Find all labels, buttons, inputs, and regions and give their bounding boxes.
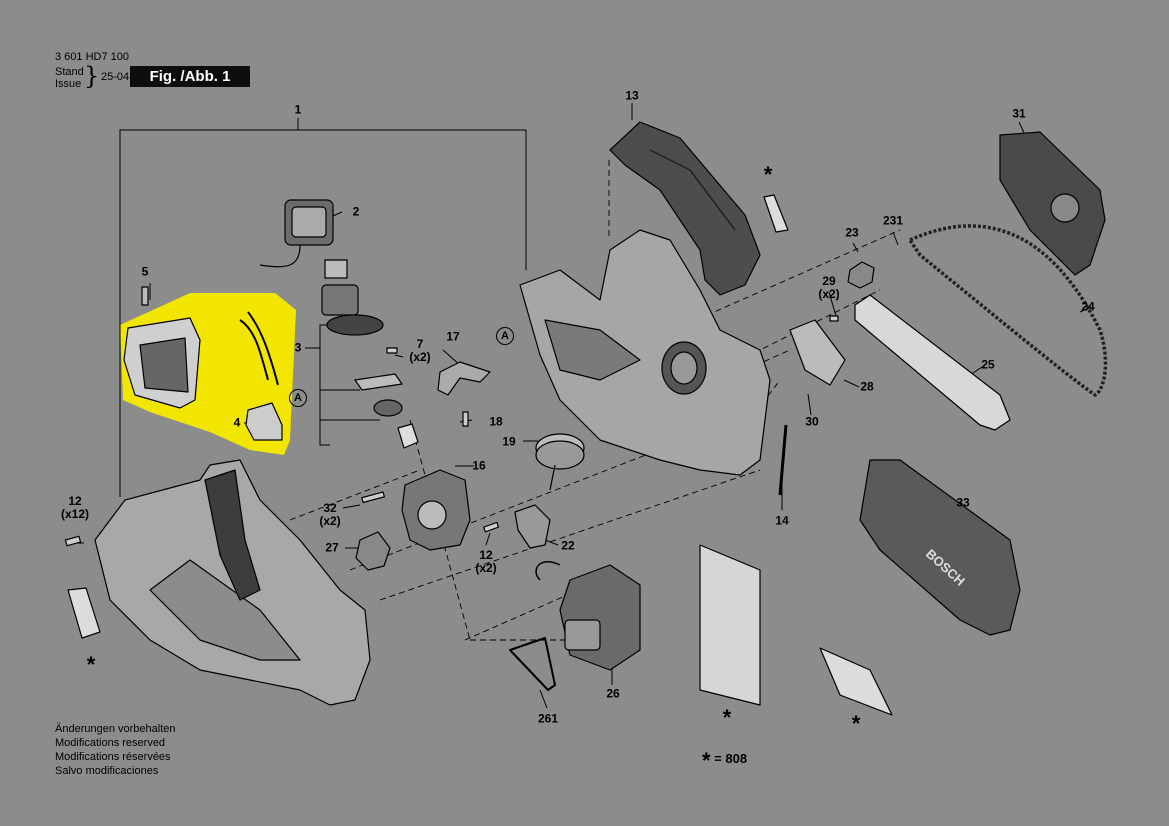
- main-housing: [519, 229, 771, 476]
- label-part-16: 16: [472, 458, 486, 473]
- label-part-29: 29(x2): [818, 275, 839, 301]
- sheet-mid: [763, 194, 789, 233]
- modification-notes: Änderungen vorbehalten Modifications res…: [55, 722, 175, 778]
- saw-chain: [908, 224, 1108, 397]
- screw-32: [361, 491, 385, 504]
- gearbox: [401, 469, 471, 551]
- label-part-29-qty: (x2): [818, 287, 840, 301]
- label-part-12-rear-qty: (x12): [60, 507, 90, 521]
- asterisk-marker: *: [851, 711, 861, 736]
- label-part-3: 3: [294, 340, 302, 355]
- bar-cover: [859, 459, 1021, 636]
- label-part-32-qty: (x2): [319, 514, 341, 528]
- label-part-231: 231: [882, 213, 904, 228]
- note-de: Änderungen vorbehalten: [55, 723, 176, 735]
- manual-sheet: [699, 544, 761, 706]
- label-part-18: 18: [489, 414, 503, 429]
- tensioner-plate: [789, 319, 846, 386]
- pin-rod: [778, 424, 788, 496]
- footnote-asterisk: *: [702, 748, 711, 773]
- rotor-assembly: [321, 259, 419, 449]
- label-part-28: 28: [860, 379, 874, 394]
- note-en: Modifications reserved: [55, 737, 166, 749]
- label-part-25: 25: [981, 357, 995, 372]
- label-part-31: 31: [1012, 106, 1026, 121]
- footnote-text: = 808: [714, 751, 748, 766]
- screw-12-rear: [64, 535, 82, 547]
- label-part-32: 32(x2): [319, 502, 340, 528]
- drive-gear: [535, 433, 585, 491]
- guide-bar: [854, 294, 1011, 431]
- bracket-part-3: [319, 324, 330, 446]
- battery-adapter: [535, 560, 641, 671]
- header-brace: }: [84, 62, 100, 90]
- asterisk-marker: *: [86, 652, 96, 677]
- sprocket-cover: [999, 131, 1106, 276]
- label-part-7-num: 7: [416, 337, 424, 351]
- label-part-27: 27: [325, 540, 339, 555]
- figure-label: Fig. /Abb. 1: [130, 66, 250, 87]
- label-part-17: 17: [446, 329, 460, 344]
- callout-a-right: A: [496, 327, 514, 345]
- label-part-2: 2: [352, 204, 360, 219]
- note-es: Salvo modificaciones: [55, 765, 159, 777]
- sheet-left: [67, 587, 101, 639]
- label-part-5: 5: [141, 264, 149, 279]
- label-part-32-num: 32: [323, 501, 337, 515]
- label-part-7: 7(x2): [409, 338, 430, 364]
- sheet-right: [819, 647, 893, 716]
- label-part-29-num: 29: [822, 274, 836, 288]
- trigger-part: [355, 531, 391, 571]
- seal-loop: [509, 637, 556, 691]
- stand-label: Stand: [55, 66, 84, 78]
- label-part-1: 1: [294, 102, 302, 117]
- asterisk-marker: *: [722, 705, 732, 730]
- label-part-4: 4: [233, 415, 241, 430]
- label-part-23: 23: [845, 225, 859, 240]
- screw-29: [829, 315, 839, 322]
- part-number: 3 601 HD7 100: [55, 51, 129, 63]
- motor-stator: [259, 199, 334, 268]
- note-fr: Modifications réservées: [55, 751, 171, 763]
- rear-handle-housing: [94, 459, 371, 706]
- label-part-261: 261: [537, 711, 559, 726]
- electronics-module: [123, 286, 283, 441]
- screw-12-front: [483, 521, 500, 533]
- issue-label: Issue: [55, 78, 82, 90]
- label-part-14: 14: [775, 513, 789, 528]
- label-part-12-front: 12(x2): [475, 549, 496, 575]
- label-part-22: 22: [561, 538, 575, 553]
- clamp-bracket: [514, 504, 551, 549]
- label-part-7-qty: (x2): [409, 350, 431, 364]
- callout-a-left: A: [289, 389, 307, 407]
- star-knob: [847, 261, 875, 289]
- label-part-12-rear-num: 12: [68, 494, 82, 508]
- label-part-19: 19: [502, 434, 516, 449]
- label-part-33: 33: [956, 495, 970, 510]
- top-handle: [609, 121, 761, 296]
- lock-lever: [437, 361, 491, 396]
- screw-18: [462, 411, 469, 427]
- label-part-26: 26: [606, 686, 620, 701]
- label-part-13: 13: [625, 88, 639, 103]
- screw-7: [386, 347, 398, 354]
- label-part-12-front-qty: (x2): [475, 561, 497, 575]
- label-part-12-rear: 12(x12): [61, 495, 89, 521]
- label-part-12-front-num: 12: [479, 548, 493, 562]
- bracket-part-1: [119, 129, 527, 497]
- asterisk-marker: *: [763, 162, 773, 187]
- label-part-24: 24: [1081, 299, 1095, 314]
- label-part-30: 30: [805, 414, 819, 429]
- footnote: * = 808: [702, 748, 747, 774]
